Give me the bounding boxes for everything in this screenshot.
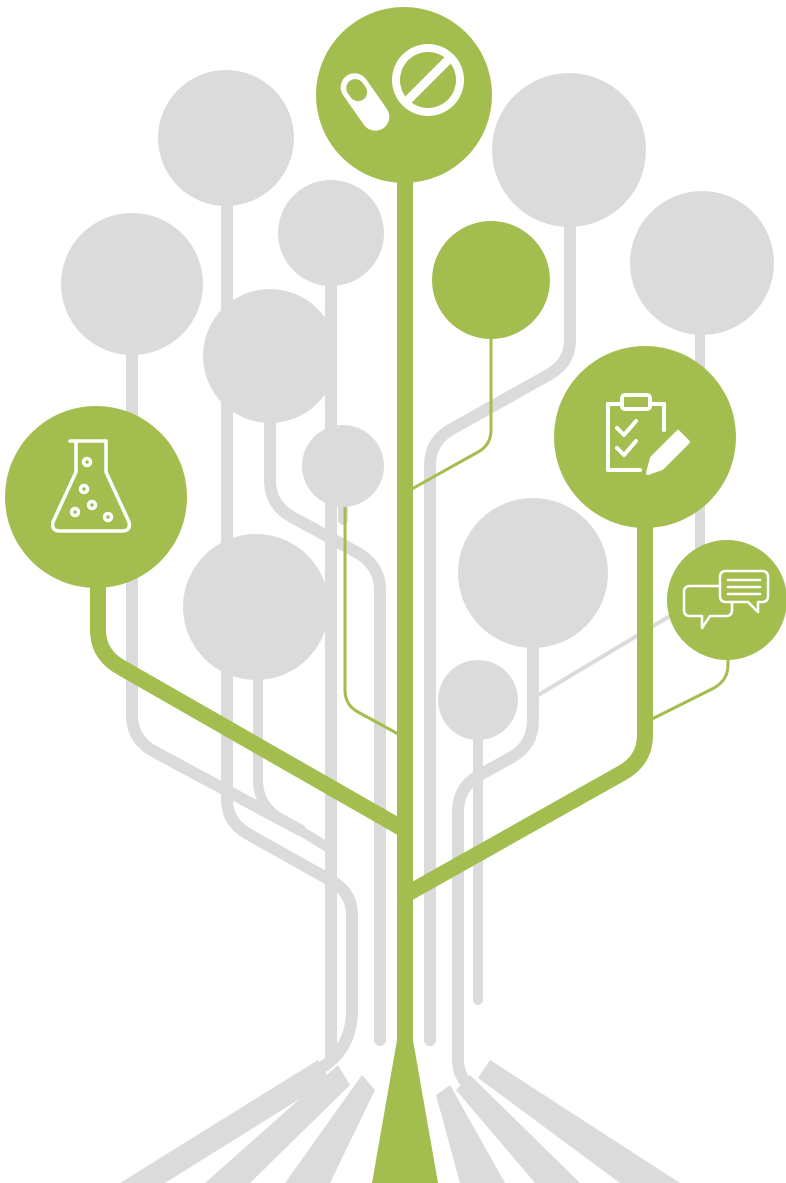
green-branch-clipboard — [397, 492, 653, 903]
plain-green-node — [432, 221, 550, 339]
root-right-outer — [478, 1060, 680, 1183]
root-left-inner — [285, 1075, 375, 1183]
gray-branch-far-left — [126, 274, 306, 836]
green-branch-plain — [408, 298, 493, 492]
gray-branch-right-e — [528, 608, 682, 702]
chat-bubbles-icon — [682, 569, 770, 630]
root-right-middle — [456, 1075, 580, 1183]
green-branch-small — [343, 488, 402, 737]
gray-branch-left-b — [253, 595, 337, 855]
green-branches — [90, 142, 730, 1068]
lab-research-node — [5, 406, 187, 588]
gray-node — [278, 180, 384, 286]
gray-branch-left-a — [221, 124, 358, 1076]
gray-node — [438, 660, 518, 740]
gray-node — [183, 534, 329, 680]
green-branch-chat — [648, 638, 730, 722]
roots — [120, 1060, 680, 1183]
root-right-inner — [436, 1085, 505, 1183]
gray-node — [630, 191, 774, 335]
green-nodes — [5, 7, 786, 660]
green-trunk-base — [372, 1040, 438, 1183]
gray-branch-right-a — [424, 144, 576, 1046]
gray-node — [203, 289, 337, 423]
root-left-middle — [205, 1065, 350, 1183]
gray-branch-right-b — [452, 564, 539, 1096]
green-branch-flask — [90, 552, 413, 838]
clipboard-checklist-icon — [606, 393, 690, 475]
root-left-outer — [120, 1060, 330, 1183]
clinical-checklist-node — [554, 346, 736, 528]
flask-icon — [50, 439, 132, 533]
gray-node — [61, 213, 203, 355]
gray-nodes — [61, 70, 774, 740]
capsule-and-tablet-icon — [340, 44, 464, 131]
gray-node — [458, 498, 608, 648]
gray-node — [158, 70, 294, 206]
gray-node — [302, 425, 384, 507]
gray-node — [492, 73, 646, 227]
